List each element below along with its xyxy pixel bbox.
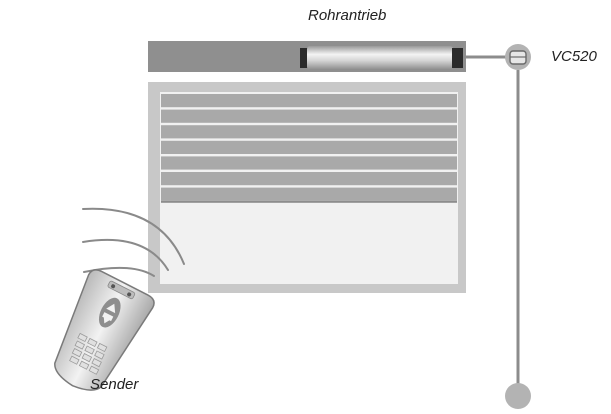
receiver-device [505,44,531,70]
receiver-label: VC520 [551,48,597,65]
shutter-slat [161,156,457,170]
shutter-slat [161,187,457,201]
shutter-slat [161,140,457,154]
wall-connection-dot [505,383,531,409]
remote-transmitter [54,269,155,391]
tubular-motor [300,46,463,70]
shutter-slat [161,172,457,186]
shutter-slat [161,109,457,123]
transmitter-label: Sender [90,376,139,393]
shutter-slat [161,94,457,108]
shutter-bottom-rail [161,200,457,203]
wiring [463,55,520,384]
shutter-slats [161,94,457,203]
motor-label: Rohrantrieb [308,7,387,24]
shutter-slat [161,125,457,139]
